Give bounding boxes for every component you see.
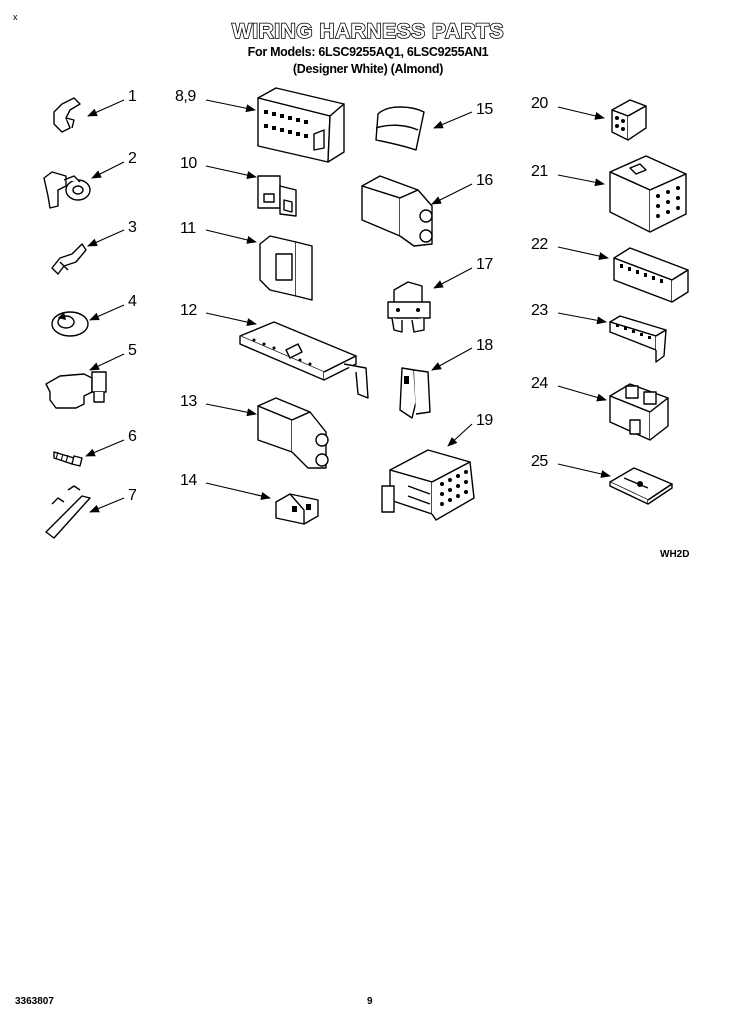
- part-label-10: 10: [180, 155, 197, 172]
- part-label-24: 24: [531, 375, 548, 392]
- colors-line: (Designer White) (Almond): [292, 62, 444, 76]
- part-label-14: 14: [180, 472, 197, 489]
- part-label-3: 3: [128, 219, 137, 236]
- part-label-5: 5: [128, 342, 137, 359]
- part-label-12: 12: [180, 302, 197, 319]
- part-1-clip: [53, 97, 81, 133]
- part-12-terminal-strip: [239, 321, 369, 399]
- part-2-clamp: [43, 171, 91, 209]
- part-label-6: 6: [128, 428, 137, 445]
- doc-number: 3363807: [15, 996, 54, 1007]
- part-22-connector: [613, 247, 689, 303]
- part-20-connector: [611, 99, 647, 141]
- part-5-strap-clip: [45, 371, 107, 409]
- figure-code: WH2D: [660, 549, 690, 560]
- part-label-22: 22: [531, 236, 548, 253]
- part-label-8-9: 8,9: [175, 88, 196, 105]
- part-label-25: 25: [531, 453, 548, 470]
- part-label-20: 20: [531, 95, 548, 112]
- part-label-7: 7: [128, 487, 137, 504]
- part-13-connector: [257, 397, 329, 469]
- corner-mark: x: [13, 12, 18, 22]
- part-15-sleeve: [375, 106, 425, 151]
- page-number: 9: [367, 996, 373, 1007]
- part-8-9-housing: [257, 87, 345, 163]
- part-3-spring-clip: [51, 243, 87, 275]
- part-label-19: 19: [476, 412, 493, 429]
- part-label-11: 11: [180, 220, 196, 237]
- part-label-17: 17: [476, 256, 493, 273]
- models-line: For Models: 6LSC9255AQ1, 6LSC9255AN1: [247, 45, 489, 59]
- part-label-1: 1: [128, 88, 137, 105]
- part-label-23: 23: [531, 302, 548, 319]
- part-label-13: 13: [180, 393, 197, 410]
- part-14-connector: [275, 493, 319, 525]
- part-17-connector: [387, 281, 431, 333]
- part-19-connector-block: [381, 449, 475, 521]
- part-label-21: 21: [531, 163, 548, 180]
- part-7-tie-strip: [45, 485, 91, 539]
- part-label-16: 16: [476, 172, 493, 189]
- part-label-2: 2: [128, 150, 137, 167]
- page-title: WIRING HARNESS PARTS: [231, 19, 505, 44]
- part-24-connector: [609, 383, 669, 441]
- part-10-connector: [257, 175, 297, 217]
- part-6-screw: [53, 451, 83, 467]
- part-label-18: 18: [476, 337, 493, 354]
- part-25-plate: [609, 467, 673, 505]
- part-23-connector: [609, 315, 667, 363]
- part-21-connector: [609, 155, 687, 233]
- part-11-connector: [259, 235, 313, 301]
- part-18-connector: [399, 367, 431, 419]
- part-label-4: 4: [128, 293, 137, 310]
- leader-arrows: [85, 99, 611, 513]
- part-label-15: 15: [476, 101, 493, 118]
- part-4-ring: [51, 311, 89, 337]
- part-16-connector: [361, 175, 433, 247]
